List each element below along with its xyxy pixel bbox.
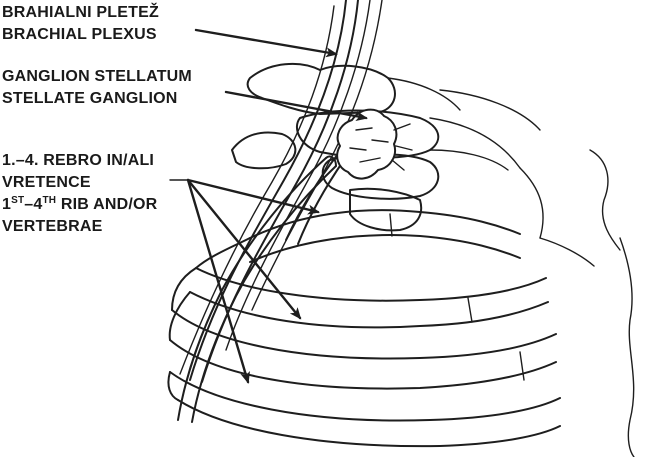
ribs-label-slovene-line2: VRETENCE: [2, 172, 157, 194]
ribs-label-english-line1: 1ST–4TH RIB AND/OR: [2, 194, 157, 216]
stellate-ganglion-label-latin: GANGLION STELLATUM: [2, 66, 192, 88]
ribs-label-slovene-line1: 1.–4. REBRO IN/ALI: [2, 150, 157, 172]
brachial-plexus-label: BRAHIALNI PLETEŽ BRACHIAL PLEXUS: [2, 2, 159, 46]
brachial-plexus-label-english: BRACHIAL PLEXUS: [2, 24, 159, 46]
ribs-label-ordinal-range: –4: [24, 196, 42, 213]
brachial-plexus-nerves: [180, 0, 382, 382]
ribs: [168, 210, 560, 446]
ribs-label-sup-st: ST: [11, 195, 24, 206]
label-arrows: [170, 30, 366, 382]
ribs-label-ordinal-first: 1: [2, 196, 11, 213]
right-thoracic-outline: [520, 150, 634, 457]
ribs-label-sup-th: TH: [43, 195, 57, 206]
stellate-ganglion-label-english: STELLATE GANGLION: [2, 88, 192, 110]
stellate-ganglion-label: GANGLION STELLATUM STELLATE GANGLION: [2, 66, 192, 110]
ribs-label-tail: RIB AND/OR: [56, 196, 157, 213]
ribs-vertebrae-label: 1.–4. REBRO IN/ALI VRETENCE 1ST–4TH RIB …: [2, 150, 157, 238]
ribs-label-english-line2: VERTEBRAE: [2, 216, 157, 238]
brachial-plexus-label-slovene: BRAHIALNI PLETEŽ: [2, 2, 159, 24]
